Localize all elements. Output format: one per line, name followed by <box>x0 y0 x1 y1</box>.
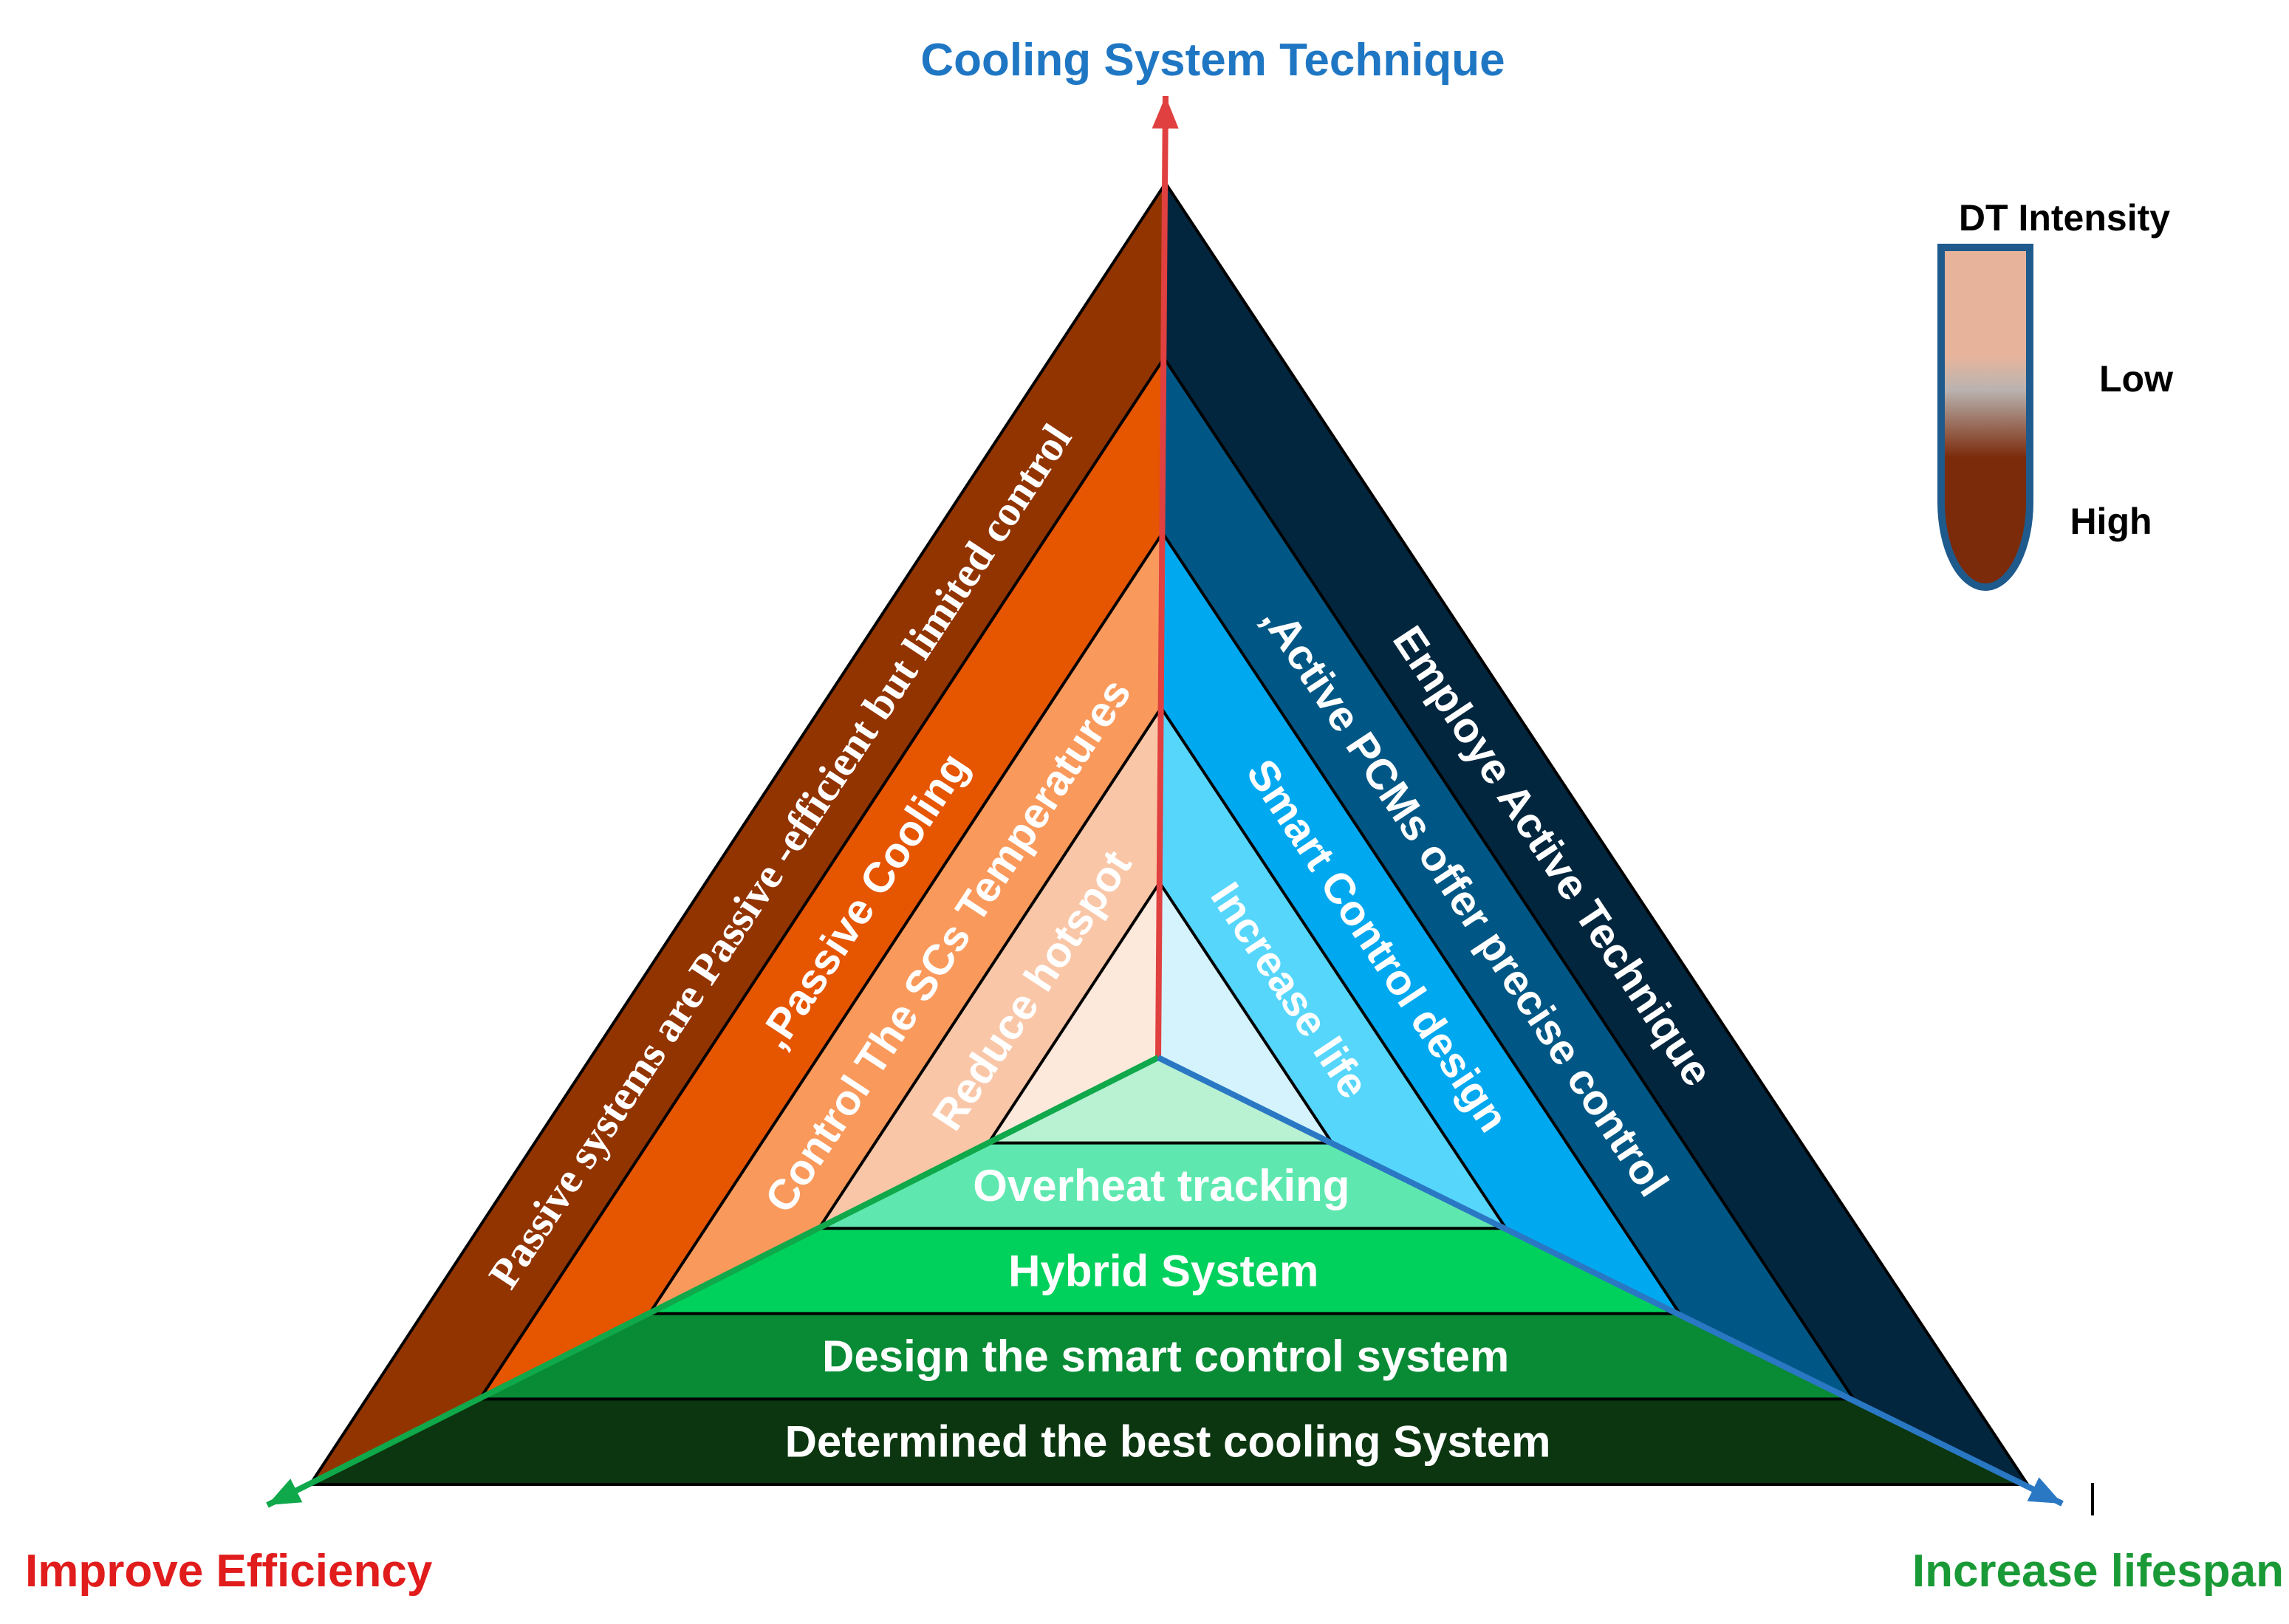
axis-title-right: Increase lifespan <box>1912 1546 2284 1597</box>
bottom-band-3 <box>649 1228 1680 1314</box>
axis-title-top: Cooling System Technique <box>920 35 1505 86</box>
bottom-band-label-4: Overheat tracking <box>973 1161 1349 1210</box>
intensity-legend: DT Intensity Low High <box>1937 197 2173 591</box>
left-divider-4 <box>987 882 1161 1144</box>
legend-title: DT Intensity <box>1959 197 2170 239</box>
axis-arrow-left <box>266 1055 1160 1508</box>
bottom-band-1 <box>310 1399 2028 1484</box>
axis-title-left: Improve Efficiency <box>25 1546 433 1597</box>
legend-low-label: Low <box>2099 358 2173 400</box>
axis-arrow-right <box>1157 1055 2064 1507</box>
left-divider-1 <box>478 357 1166 1400</box>
axis-arrow-top-head <box>1152 96 1179 129</box>
right-divider-4 <box>1158 882 1334 1144</box>
axis-arrow-top <box>1155 95 1169 1058</box>
left-divider-3 <box>818 707 1163 1230</box>
right-divider-3 <box>1160 707 1508 1230</box>
band-dividers <box>307 180 2030 1486</box>
legend-gradient-tube <box>1937 244 2033 591</box>
bottom-band-label-1: Determined the best cooling System <box>785 1417 1551 1467</box>
axis-arrows <box>266 95 2064 1508</box>
triangle-outline <box>307 180 2030 1486</box>
right-divider-2 <box>1161 532 1681 1315</box>
axis-arrow-right-head <box>2027 1477 2062 1504</box>
right-divider-1 <box>1163 357 1855 1400</box>
legend-high-label: High <box>2070 501 2152 542</box>
bottom-band-label-2: Design the smart control system <box>822 1332 1509 1381</box>
bottom-band-5 <box>988 1058 1332 1143</box>
axis-arrow-left-head <box>267 1479 303 1505</box>
bottom-band-label-3: Hybrid System <box>1008 1247 1318 1296</box>
bottom-band-4 <box>818 1142 1506 1229</box>
bottom-band-2 <box>479 1313 1854 1399</box>
left-divider-2 <box>648 532 1164 1315</box>
